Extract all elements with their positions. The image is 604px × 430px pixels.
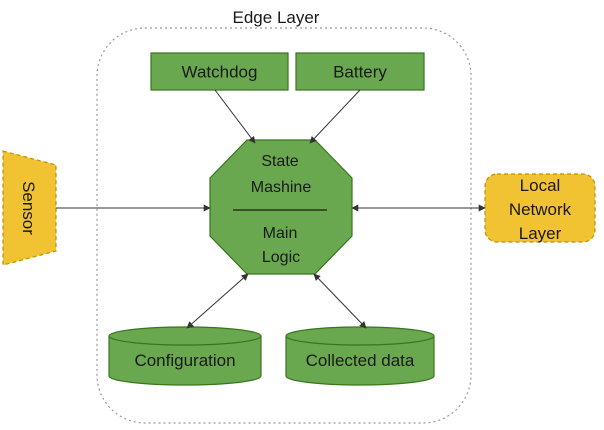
state-machine-label-logic: Logic xyxy=(262,249,300,266)
arrow-watchdog-to-state-machine xyxy=(214,89,256,144)
local-network-label-layer: Layer xyxy=(519,224,562,243)
configuration-label: Configuration xyxy=(134,351,235,370)
configuration-cylinder: Configuration xyxy=(108,326,262,386)
watchdog-label: Watchdog xyxy=(182,63,258,82)
arrow-battery-to-state-machine xyxy=(309,89,361,144)
state-machine-label-state: State xyxy=(261,153,298,170)
edge-layer-title: Edge Layer xyxy=(233,8,320,27)
state-machine-octagon: State Mashine Main Logic xyxy=(209,139,353,275)
collected-data-label: Collected data xyxy=(306,351,415,370)
watchdog-box: Watchdog xyxy=(150,52,289,91)
arrow-state-machine-collected-data xyxy=(313,273,367,329)
sensor-shape: Sensor xyxy=(2,150,57,266)
local-network-label-local: Local xyxy=(520,176,561,195)
local-network-layer-box: Local Network Layer xyxy=(484,173,596,243)
edge-layer-border xyxy=(96,27,472,424)
arrow-state-machine-configuration xyxy=(186,273,249,329)
state-machine-label-mashine: Mashine xyxy=(251,179,312,196)
battery-box: Battery xyxy=(295,52,425,91)
state-machine-label-main: Main xyxy=(263,225,298,242)
sensor-label: Sensor xyxy=(19,181,38,235)
local-network-label-network: Network xyxy=(509,200,572,219)
edge-layer-container: Edge Layer xyxy=(96,8,472,424)
battery-label: Battery xyxy=(333,63,387,82)
collected-data-cylinder: Collected data xyxy=(285,326,435,386)
